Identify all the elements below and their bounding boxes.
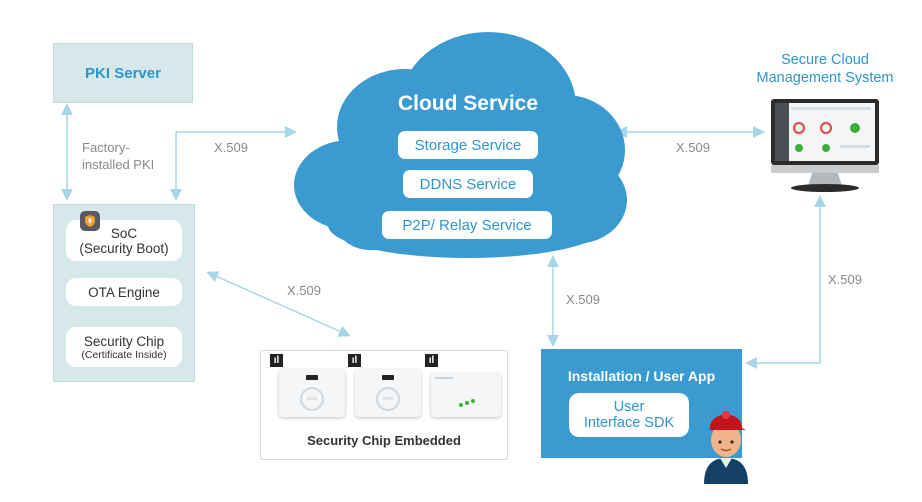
x509-label-device-chips: X.509 [287,283,321,298]
sdk-line2: Interface SDK [583,415,675,431]
ddns-service-pill: DDNS Service [403,170,533,198]
device-panel: SoC (Security Boot) OTA Engine Security … [53,204,195,382]
x509-label-pki-cloud: X.509 [214,140,248,155]
installation-app-panel: Installation / User App User Interface S… [541,349,742,458]
ota-engine-box: OTA Engine [66,278,182,306]
chip-embedded-title: Security Chip Embedded [307,433,461,448]
device-chips-arrow [206,271,351,337]
pki-server-title: PKI Server [85,64,161,82]
device-cloud-arrow [170,126,297,201]
storage-service-pill: Storage Service [398,131,538,159]
security-chip-subtitle: (Certificate Inside) [81,348,167,361]
chip-embedded-panel: ıl ıl ıl Security Chip Embedded [260,350,508,460]
management-title: Secure Cloud Management System [740,51,910,87]
management-title-line2: Management System [756,70,894,86]
x509-label-cloud-app: X.509 [566,292,600,307]
x509-label-management-app: X.509 [828,272,862,287]
chip-badge-icon: ıl [270,354,283,367]
user-avatar-icon [704,411,748,484]
sdk-box: User Interface SDK [569,393,689,437]
management-title-line1: Secure Cloud [781,52,869,68]
security-chip-title: Security Chip [83,333,165,349]
factory-pki-label: Factory- installed PKI [82,139,154,173]
monitor-icon [771,99,879,192]
cloud-service-title: Cloud Service [397,92,539,115]
management-app-arrow [745,195,826,369]
chip-badge-icon: ıl [348,354,361,367]
device-card [279,369,345,417]
device-card [355,369,421,417]
shield-icon [80,211,100,231]
soc-title: SoC [110,225,138,241]
soc-box: SoC (Security Boot) [66,220,182,261]
sdk-line1: User [613,399,645,415]
soc-subtitle: (Security Boot) [79,240,169,256]
pki-server-box: PKI Server [53,43,193,103]
security-chip-box: Security Chip (Certificate Inside) [66,327,182,367]
chip-badge-icon: ıl [425,354,438,367]
relay-service-pill: P2P/ Relay Service [382,211,552,239]
x509-label-cloud-management: X.509 [676,140,710,155]
device-card [431,373,501,417]
app-title: Installation / User App [567,368,716,384]
factory-pki-line1: Factory- [82,140,130,155]
factory-pki-line2: installed PKI [82,157,155,172]
